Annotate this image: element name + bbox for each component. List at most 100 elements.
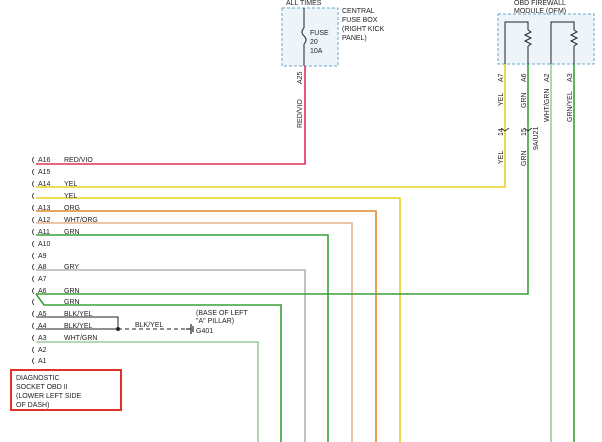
connector-mark bbox=[32, 240, 35, 248]
splice-14: 14 bbox=[498, 128, 505, 136]
splice-15: 15 bbox=[521, 128, 528, 136]
socket-pin-label: A4 bbox=[38, 323, 47, 330]
fuse-box-desc-1: CENTRAL bbox=[342, 8, 375, 15]
fuse-label: FUSE bbox=[310, 30, 329, 37]
wire-yel-branch bbox=[36, 197, 401, 442]
fuse-number: 20 bbox=[310, 39, 318, 46]
obd-wire-a6: GRN bbox=[521, 92, 528, 108]
obd-pin-a2: A2 bbox=[544, 73, 551, 82]
socket-wire-label: GRN bbox=[64, 229, 80, 236]
socket-pin-label: A1 bbox=[38, 358, 47, 365]
connector-icon-14 bbox=[500, 127, 510, 132]
connector-mark bbox=[32, 322, 35, 330]
obd-pin-a7: A7 bbox=[498, 73, 505, 82]
socket-wire-label: GRY bbox=[64, 264, 79, 271]
socket-label-1: DIAGNOSTIC bbox=[16, 375, 60, 382]
socket-pin-label: A11 bbox=[38, 229, 50, 236]
socket-pin-label: A9 bbox=[38, 253, 47, 260]
socket-label-3: (LOWER LEFT SIDE bbox=[16, 393, 82, 400]
socket-wire-label: YEL bbox=[64, 193, 77, 200]
socket-pin-label: A6 bbox=[38, 288, 47, 295]
fuse-box-pin: A25 bbox=[297, 71, 304, 84]
resistor-icon-1 bbox=[523, 29, 533, 47]
connector-mark bbox=[32, 263, 35, 271]
socket-wire-label: GRN bbox=[64, 299, 80, 306]
socket-wire-label: WHT/GRN bbox=[64, 335, 97, 342]
wire-grn-a11 bbox=[36, 234, 329, 442]
wire-yel-a14 bbox=[36, 74, 506, 188]
obd-splice-code: 9A/U21 bbox=[533, 127, 540, 150]
resistor-icon-2 bbox=[569, 29, 579, 47]
obd-wire-a2: WHT/GRN bbox=[544, 89, 551, 122]
obd-splice-wire-yel: YEL bbox=[498, 151, 505, 164]
socket-label-2: SOCKET OBD II bbox=[16, 384, 68, 391]
obd-splice-wire-grn: GRN bbox=[521, 150, 528, 166]
obd-firewall-module: OBD FIREWALL MODULE (OFM) A7 A6 A2 A3 YE… bbox=[497, 0, 595, 166]
socket-pin-label: A8 bbox=[38, 264, 47, 271]
connector-mark bbox=[32, 298, 35, 306]
ground-desc-1: (BASE OF LEFT bbox=[196, 310, 248, 317]
socket-wire-label: GRN bbox=[64, 288, 80, 295]
highlight-box bbox=[10, 369, 122, 411]
fuse-rating: 10A bbox=[310, 48, 323, 55]
socket-pin-label: A15 bbox=[38, 169, 51, 176]
ground-symbol bbox=[186, 324, 194, 334]
connector-mark bbox=[32, 346, 35, 354]
connector-mark bbox=[32, 192, 35, 200]
wire-org bbox=[36, 210, 377, 442]
connector-mark bbox=[32, 310, 35, 318]
connector-mark bbox=[32, 287, 35, 295]
wire-gry bbox=[36, 269, 306, 442]
connector-mark bbox=[32, 168, 35, 176]
obd-wire-a7: YEL bbox=[498, 93, 505, 106]
connector-mark bbox=[32, 252, 35, 260]
obd-pin-a6: A6 bbox=[521, 73, 528, 82]
socket-label-4: OF DASH) bbox=[16, 402, 49, 409]
fuse-box-desc-2: FUSE BOX bbox=[342, 17, 378, 24]
connector-mark bbox=[32, 357, 35, 365]
socket-pin-label: A10 bbox=[38, 241, 51, 248]
socket-wire-label: RED/VIO bbox=[64, 157, 93, 164]
fuse-box-desc-3: (RIGHT KICK bbox=[342, 26, 385, 33]
wire-wht-org bbox=[36, 222, 353, 442]
socket-pin-label: A13 bbox=[38, 205, 51, 212]
fuse-icon bbox=[301, 27, 307, 45]
socket-pin-label: A5 bbox=[38, 311, 47, 318]
wire-wht-grn bbox=[36, 341, 259, 442]
fuse-box-header: ALL TIMES bbox=[286, 0, 322, 7]
socket-wire-label: YEL bbox=[64, 181, 77, 188]
central-fuse-box: ALL TIMES FUSE 20 10A CENTRAL FUSE BOX (… bbox=[281, 0, 385, 128]
connector-mark bbox=[32, 204, 35, 212]
socket-wire-label: BLK/YEL bbox=[64, 323, 93, 330]
wire-grn-branch bbox=[35, 293, 282, 442]
obd-wire-a3: GRN/YEL bbox=[567, 91, 574, 122]
obd-module-title-1: OBD FIREWALL bbox=[514, 0, 566, 7]
socket-pin-label: A2 bbox=[38, 347, 47, 354]
socket-pin-label: A7 bbox=[38, 276, 47, 283]
obd-module-title-2: MODULE (OFM) bbox=[514, 8, 566, 15]
wire-blk-yel-a5 bbox=[36, 316, 119, 329]
socket-wire-label: WHT/ORG bbox=[64, 217, 98, 224]
socket-label: DIAGNOSTIC SOCKET OBD II (LOWER LEFT SID… bbox=[10, 369, 122, 411]
fuse-box-wire-color: RED/VIO bbox=[297, 99, 304, 128]
socket-pin-label: A3 bbox=[38, 335, 47, 342]
splice-dot-ground bbox=[116, 327, 120, 331]
wire-grn-a6 bbox=[36, 74, 529, 295]
connector-mark bbox=[32, 216, 35, 224]
connector-mark bbox=[32, 334, 35, 342]
connector-mark bbox=[32, 156, 35, 164]
ground-desc-2: "A" PILLAR) bbox=[196, 318, 234, 325]
socket-pin-label: A16 bbox=[38, 157, 51, 164]
ground-wire-label: BLK/YEL bbox=[135, 322, 164, 329]
connector-mark bbox=[32, 275, 35, 283]
connector-icon-15 bbox=[523, 127, 533, 132]
connector-mark bbox=[32, 228, 35, 236]
connector-mark bbox=[32, 180, 35, 188]
socket-wire-label: ORG bbox=[64, 205, 80, 212]
wires bbox=[35, 74, 575, 442]
socket-pin-label: A12 bbox=[38, 217, 51, 224]
obd-pin-a3: A3 bbox=[567, 73, 574, 82]
ground-id: G401 bbox=[196, 328, 213, 335]
